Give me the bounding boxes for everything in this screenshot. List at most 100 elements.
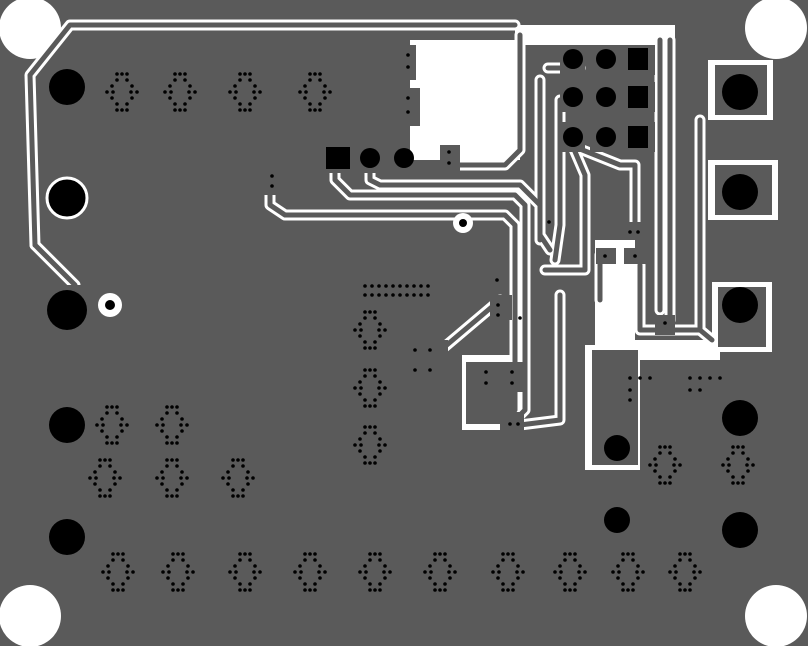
via (511, 558, 515, 562)
via (231, 494, 235, 498)
via (303, 84, 307, 88)
via (253, 84, 257, 88)
via (231, 458, 235, 462)
via (248, 588, 252, 592)
via (183, 72, 187, 76)
via (183, 78, 187, 82)
via (176, 552, 180, 556)
via (692, 570, 696, 574)
via (358, 380, 362, 384)
via (121, 552, 125, 556)
via (353, 443, 357, 447)
via (364, 570, 368, 574)
via (173, 108, 177, 112)
via (179, 423, 183, 427)
via (129, 90, 133, 94)
via (406, 53, 410, 57)
via (496, 313, 500, 317)
via (484, 370, 488, 374)
via (419, 293, 423, 297)
via (161, 570, 165, 574)
via (495, 278, 499, 282)
via (308, 78, 312, 82)
via (252, 90, 256, 94)
via (171, 558, 175, 562)
via (363, 576, 367, 580)
via (171, 582, 175, 586)
via (252, 570, 256, 574)
via (308, 72, 312, 76)
via (93, 470, 97, 474)
via (583, 570, 587, 574)
via (708, 376, 712, 380)
via (169, 90, 173, 94)
via (363, 293, 367, 297)
via (698, 570, 702, 574)
via (238, 72, 242, 76)
via (166, 564, 170, 568)
via (631, 582, 635, 586)
via (98, 488, 102, 492)
via (746, 457, 750, 461)
via (318, 108, 322, 112)
via (578, 576, 582, 580)
via (231, 464, 235, 468)
via (412, 293, 416, 297)
via (573, 552, 577, 556)
via (496, 564, 500, 568)
via (563, 552, 567, 556)
via (433, 588, 437, 592)
via (663, 321, 667, 325)
via (363, 316, 367, 320)
via (358, 570, 362, 574)
via (115, 405, 119, 409)
via (443, 588, 447, 592)
via (678, 552, 682, 556)
via (253, 576, 257, 580)
via (165, 458, 169, 462)
via (373, 431, 377, 435)
via (248, 552, 252, 556)
via (648, 463, 652, 467)
via (100, 429, 104, 433)
via (180, 470, 184, 474)
via (106, 576, 110, 580)
via (353, 328, 357, 332)
via (429, 570, 433, 574)
via (726, 469, 730, 473)
via (120, 417, 124, 421)
via (176, 588, 180, 592)
via (328, 90, 332, 94)
via (120, 108, 124, 112)
via (368, 588, 372, 592)
via (510, 370, 514, 374)
via (236, 494, 240, 498)
via (398, 284, 402, 288)
via (178, 108, 182, 112)
via (258, 570, 262, 574)
via (373, 404, 377, 408)
via (126, 564, 130, 568)
via (428, 576, 432, 580)
via (378, 582, 382, 586)
via (727, 463, 731, 467)
via (617, 570, 621, 574)
via (368, 425, 372, 429)
via (516, 422, 520, 426)
via (160, 429, 164, 433)
via (185, 570, 189, 574)
via (245, 476, 249, 480)
via (653, 469, 657, 473)
via (125, 72, 129, 76)
via (110, 96, 114, 100)
via (428, 348, 432, 352)
via (161, 423, 165, 427)
via (105, 441, 109, 445)
via (238, 78, 242, 82)
via (382, 570, 386, 574)
via (175, 405, 179, 409)
via (155, 476, 159, 480)
via (313, 552, 317, 556)
via (110, 84, 114, 88)
via (731, 475, 735, 479)
